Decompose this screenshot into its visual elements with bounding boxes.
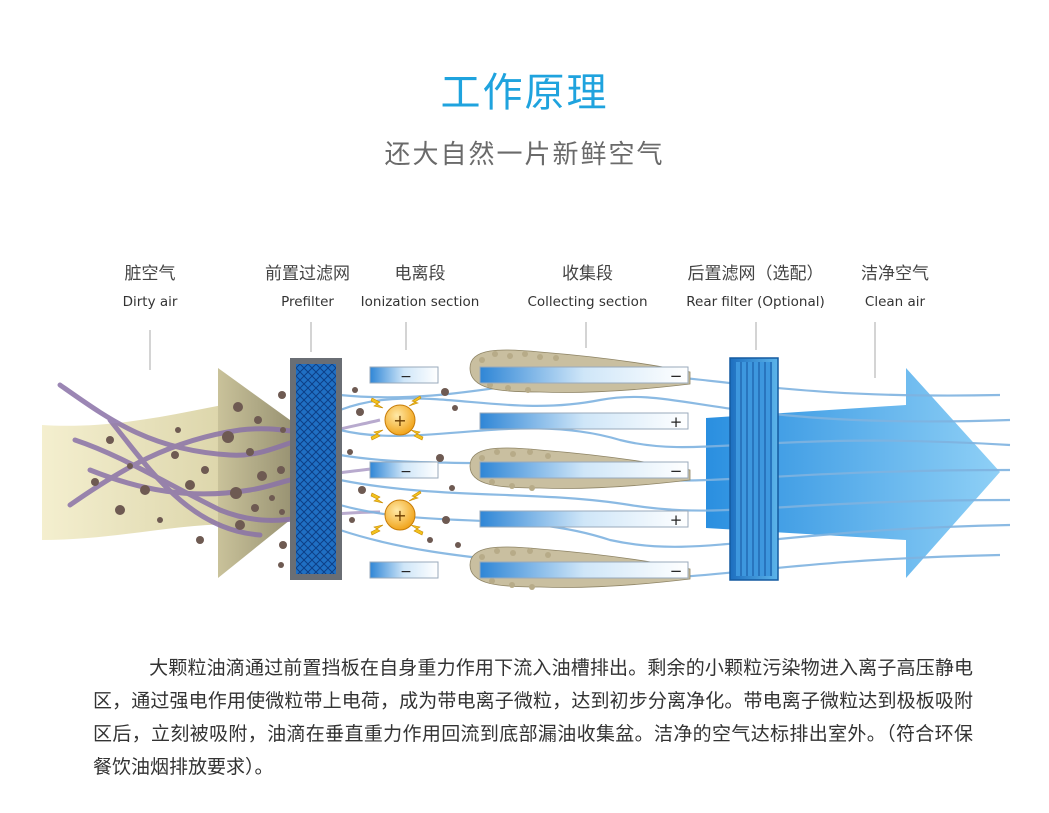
stage-en: Collecting section (527, 294, 648, 310)
description-paragraph: 大颗粒油滴通过前置挡板在自身重力作用下流入油槽排出。剩余的小颗粒污染物进入离子高… (93, 652, 973, 784)
collecting-plates (479, 366, 689, 579)
ion-plate-neg-sign: − (400, 464, 412, 480)
stage-zh: 前置过滤网 (265, 264, 350, 284)
ion-plate-neg-sign: − (400, 369, 412, 385)
description-text: 大颗粒油滴通过前置挡板在自身重力作用下流入油槽排出。剩余的小颗粒污染物进入离子高… (93, 657, 973, 778)
stage-en: Ionization section (360, 294, 480, 310)
ionization-plates (369, 366, 439, 579)
collect-plate-sign: − (670, 462, 683, 480)
stage-label-clean-air: 洁净空气 Clean air (840, 263, 950, 313)
prefilter-panel (290, 358, 342, 580)
stage-zh: 收集段 (562, 264, 613, 284)
stage-label-rear-filter: 后置滤网（选配） Rear filter (Optional) (668, 263, 843, 313)
stage-zh: 洁净空气 (861, 264, 929, 284)
page-title: 工作原理 (440, 70, 609, 116)
oil-fibers (57, 382, 303, 538)
filter-mesh-icon (729, 357, 779, 581)
collect-plate-sign: − (670, 367, 683, 385)
stage-en: Prefilter (281, 294, 334, 310)
page-subtitle: 还大自然一片新鲜空气 (384, 140, 665, 170)
stage-label-prefilter: 前置过滤网 Prefilter (245, 263, 370, 313)
collect-plate-sign: + (670, 413, 683, 431)
purification-diagram: − − − + + (42, 322, 1011, 590)
ion-charge-sign: + (393, 506, 406, 525)
collect-plate-sign: − (670, 562, 683, 580)
stage-en: Dirty air (122, 294, 178, 310)
stage-zh: 脏空气 (124, 264, 176, 284)
pollutant-particles (91, 377, 461, 568)
ion-plate-neg-sign: − (400, 564, 412, 580)
stage-en: Rear filter (Optional) (686, 294, 825, 310)
ion-charge-sign: + (393, 411, 406, 430)
collect-plate-sign: + (670, 511, 683, 529)
stage-label-dirty-air: 脏空气 Dirty air (90, 263, 210, 313)
stage-zh: 电离段 (394, 264, 446, 284)
stage-zh: 后置滤网（选配） (687, 264, 824, 284)
plus-charge-icon (384, 404, 416, 531)
stage-label-ionization: 电离段 Ionization section (350, 263, 490, 313)
stage-label-collecting: 收集段 Collecting section (515, 263, 660, 313)
lightning-icon (370, 395, 424, 536)
stage-en: Clean air (864, 294, 926, 310)
